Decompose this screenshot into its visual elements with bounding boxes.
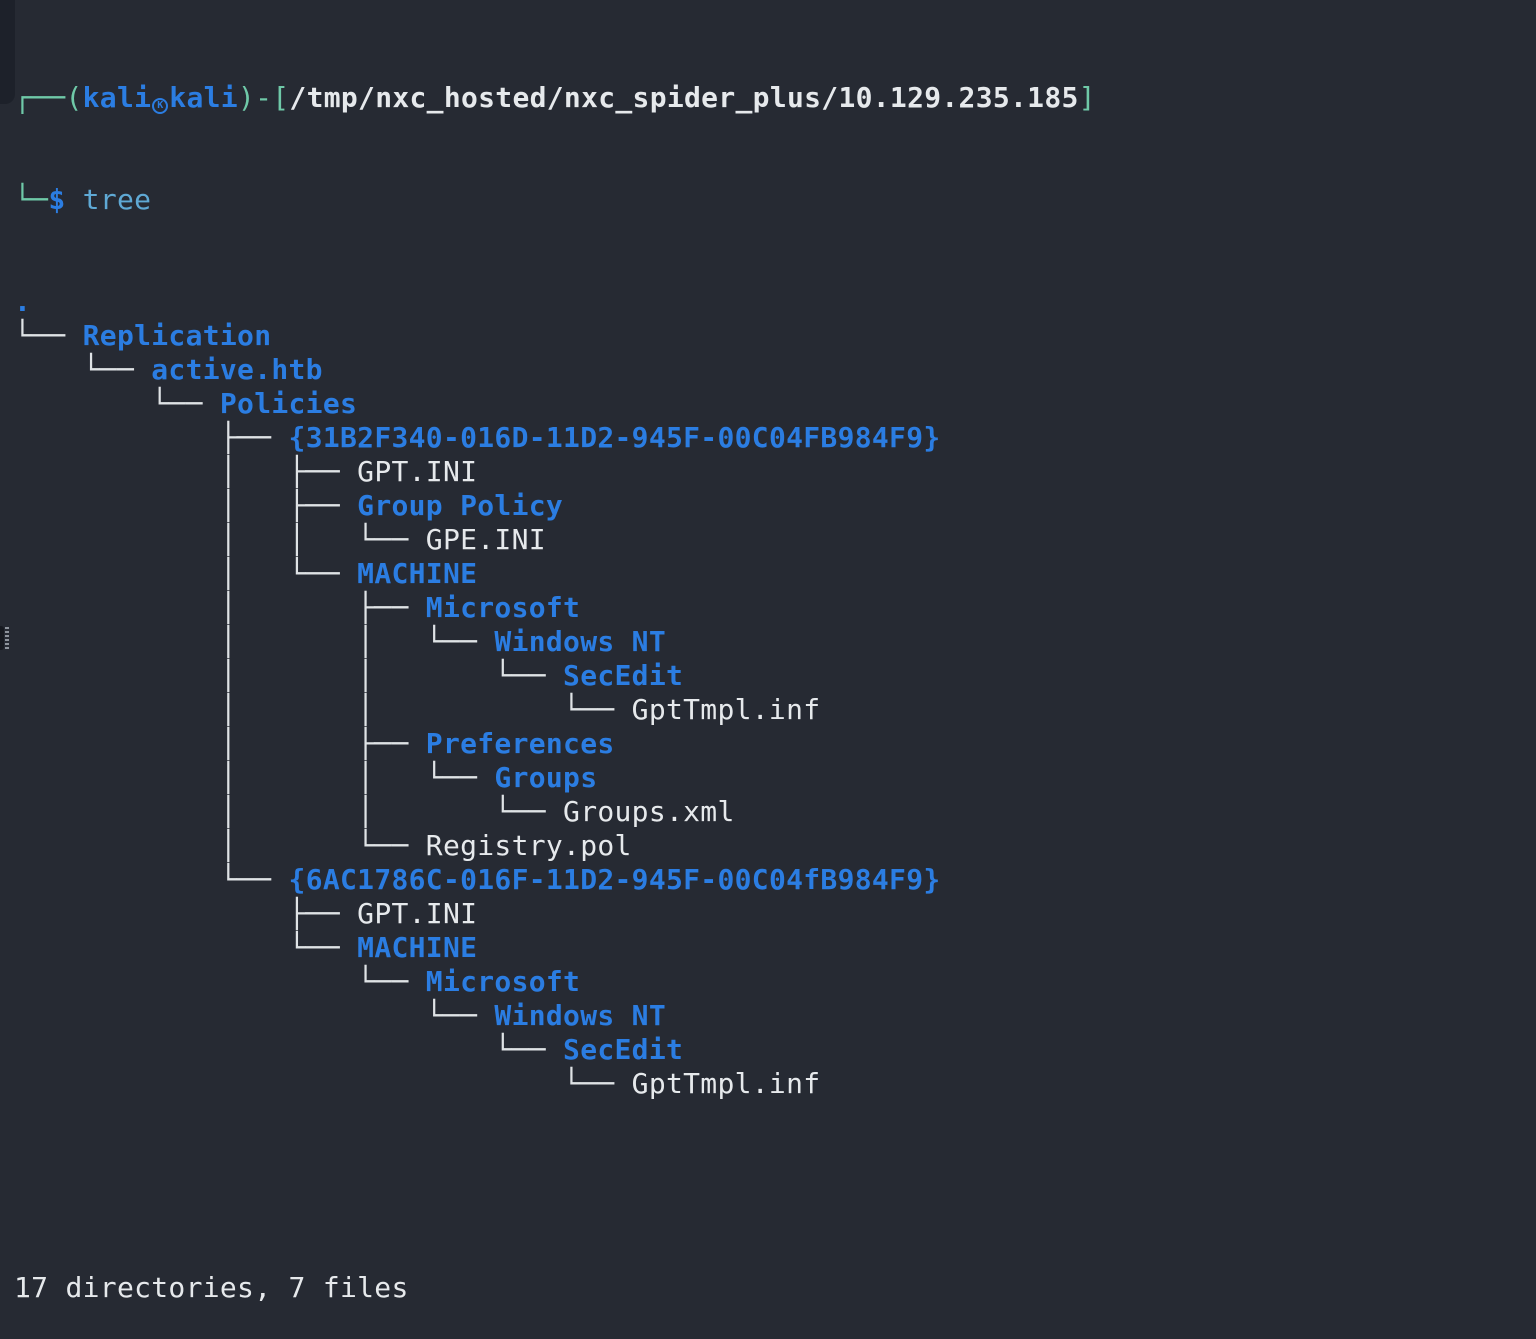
blank-line	[14, 1169, 1536, 1203]
tree-line: └── MACHINE	[14, 931, 1536, 965]
tree-branch: │ └──	[14, 829, 426, 862]
tree-file-name: GptTmpl.inf	[631, 1067, 821, 1100]
tree-branch: ├──	[14, 421, 289, 454]
tree-line: └── Microsoft	[14, 965, 1536, 999]
tree-branch: └──	[14, 319, 83, 352]
tree-branch: │ │ └──	[14, 761, 495, 794]
tree-file-name: GPE.INI	[425, 523, 546, 556]
tree-dir-name: MACHINE	[357, 931, 478, 964]
tree-branch: └──	[14, 387, 220, 420]
tree-file-name: GPT.INI	[357, 455, 478, 488]
prompt-path: /tmp/nxc_hosted/nxc_spider_plus/10.129.2…	[289, 81, 1079, 114]
tree-branch: │ ├──	[14, 727, 426, 760]
tree-dir-name: .	[14, 285, 32, 318]
tree-branch: └──	[14, 999, 495, 1032]
scrollbar-thumb[interactable]	[0, 0, 15, 104]
tree-branch: │ ├──	[14, 455, 358, 488]
tree-dir-name: MACHINE	[357, 557, 478, 590]
tree-line: │ │ └── Windows NT	[14, 625, 1536, 659]
tree-line: └── Policies	[14, 387, 1536, 421]
tree-line: └── {6AC1786C-016F-11D2-945F-00C04fB984F…	[14, 863, 1536, 897]
tree-output: .└── Replication └── active.htb └── Poli…	[14, 285, 1536, 1101]
prompt-frame-close: ]	[1078, 81, 1096, 114]
tree-line: └── Windows NT	[14, 999, 1536, 1033]
tree-dir-name: Preferences	[425, 727, 615, 760]
tree-branch: ├──	[14, 897, 358, 930]
tree-branch: │ │ └──	[14, 625, 495, 658]
prompt-command-line[interactable]: └─$ tree	[14, 183, 1536, 217]
tree-line: │ └── MACHINE	[14, 557, 1536, 591]
kali-at-circle-icon: K	[152, 98, 169, 114]
pane-drag-notch	[0, 626, 4, 650]
tree-line: │ │ └── Groups.xml	[14, 795, 1536, 829]
tree-branch: └──	[14, 863, 289, 896]
tree-line: .	[14, 285, 1536, 319]
tree-dir-name: Windows NT	[494, 625, 666, 658]
tree-line: └── GptTmpl.inf	[14, 1067, 1536, 1101]
tree-line: └── Replication	[14, 319, 1536, 353]
tree-line: │ ├── GPT.INI	[14, 455, 1536, 489]
prompt-host: kali	[169, 81, 238, 114]
prompt-frame-line2: └─	[14, 183, 49, 216]
tree-branch: │ ├──	[14, 591, 426, 624]
tree-summary: 17 directories, 7 files	[14, 1271, 409, 1304]
tree-dir-name: Groups	[494, 761, 598, 794]
tree-file-name: Registry.pol	[425, 829, 632, 862]
tree-file-name: GPT.INI	[357, 897, 478, 930]
tree-branch: └──	[14, 1033, 564, 1066]
tree-branch: │ │ └──	[14, 523, 426, 556]
tree-branch: └──	[14, 1067, 632, 1100]
tree-branch: │ │ └──	[14, 693, 632, 726]
prompt-user: kali	[82, 81, 152, 114]
pane-drag-handle[interactable]	[0, 624, 10, 652]
tree-branch: └──	[14, 353, 152, 386]
drag-dots-icon	[5, 627, 9, 649]
tree-branch: │ │ └──	[14, 659, 564, 692]
tree-line: └── SecEdit	[14, 1033, 1536, 1067]
tree-line: │ ├── Microsoft	[14, 591, 1536, 625]
tree-line: │ └── Registry.pol	[14, 829, 1536, 863]
tree-dir-name: Microsoft	[425, 965, 581, 998]
tree-dir-name: {6AC1786C-016F-11D2-945F-00C04fB984F9}	[288, 863, 941, 896]
tree-dir-name: Policies	[219, 387, 358, 420]
tree-branch: │ ├──	[14, 489, 358, 522]
tree-dir-name: Group Policy	[357, 489, 564, 522]
tree-line: │ │ └── SecEdit	[14, 659, 1536, 693]
tree-line: │ │ └── Groups	[14, 761, 1536, 795]
command-text: tree	[82, 183, 152, 216]
tree-line: └── active.htb	[14, 353, 1536, 387]
prompt-dollar: $	[48, 183, 66, 216]
tree-file-name: Groups.xml	[563, 795, 735, 828]
tree-branch: └──	[14, 931, 358, 964]
tree-dir-name: Replication	[82, 319, 272, 352]
tree-line: │ ├── Preferences	[14, 727, 1536, 761]
prompt-separator: )-[	[237, 81, 290, 114]
tree-dir-name: active.htb	[151, 353, 323, 386]
tree-dir-name: SecEdit	[563, 659, 684, 692]
tree-dir-name: SecEdit	[563, 1033, 684, 1066]
tree-branch: │ │ └──	[14, 795, 564, 828]
prompt-frame-open: ┌──(	[14, 81, 83, 114]
tree-dir-name: Windows NT	[494, 999, 666, 1032]
tree-file-name: GptTmpl.inf	[631, 693, 821, 726]
tree-dir-name: {31B2F340-016D-11D2-945F-00C04FB984F9}	[288, 421, 941, 454]
tree-branch: │ └──	[14, 557, 358, 590]
tree-line: │ │ └── GPE.INI	[14, 523, 1536, 557]
tree-branch: └──	[14, 965, 426, 998]
tree-line: ├── {31B2F340-016D-11D2-945F-00C04FB984F…	[14, 421, 1536, 455]
tree-line: ├── GPT.INI	[14, 897, 1536, 931]
tree-dir-name: Microsoft	[425, 591, 581, 624]
tree-line: │ │ └── GptTmpl.inf	[14, 693, 1536, 727]
tree-line: │ ├── Group Policy	[14, 489, 1536, 523]
